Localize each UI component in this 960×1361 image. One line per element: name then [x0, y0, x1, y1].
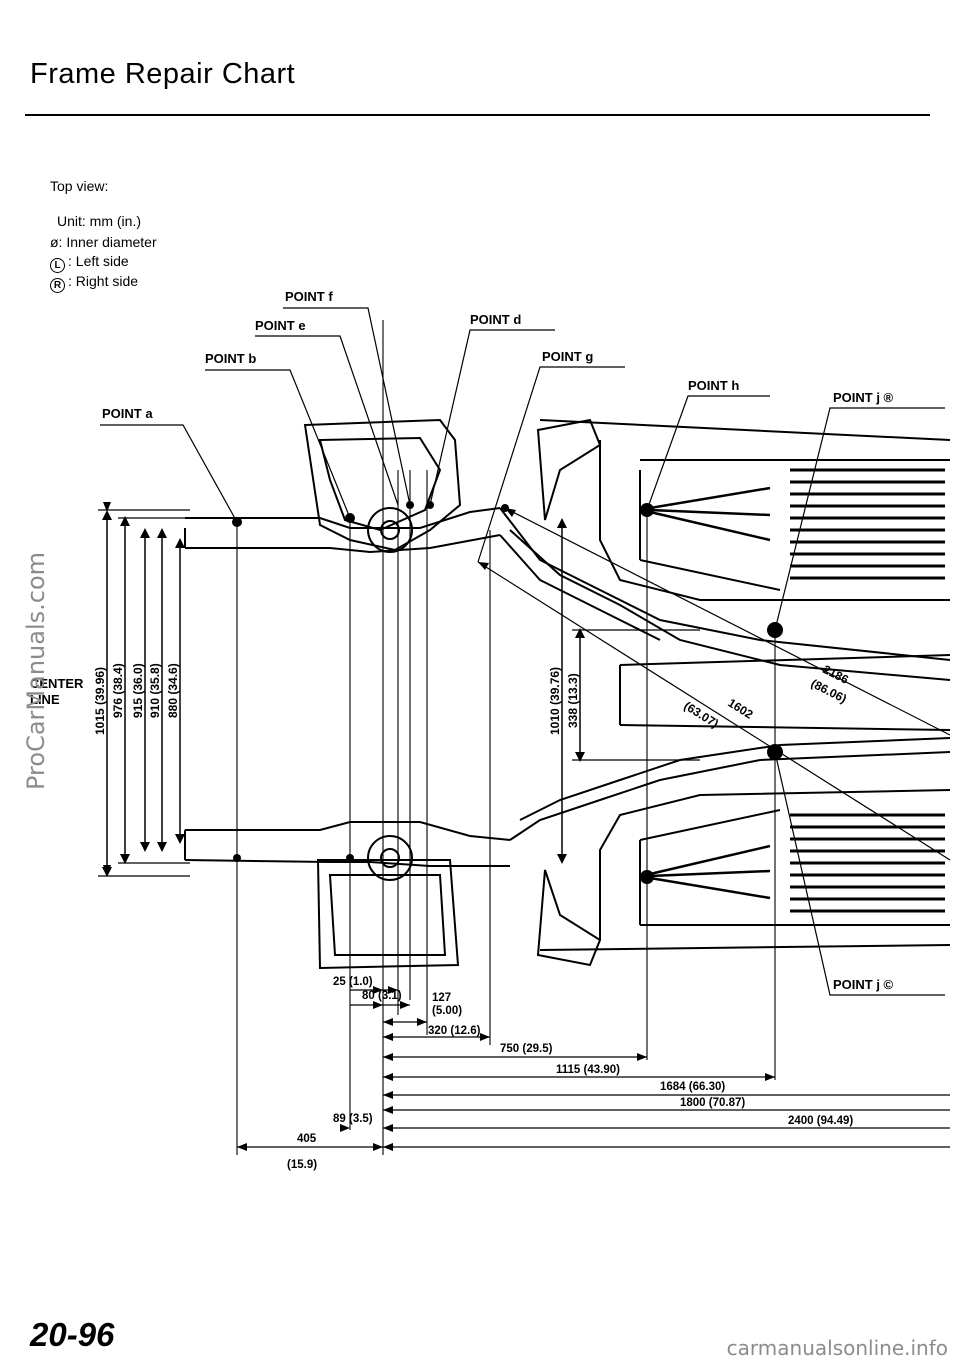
- dim-976: 976 (38.4): [111, 663, 125, 718]
- dim-80: 80 (3.1): [362, 990, 402, 1002]
- frame-drawing: [184, 418, 951, 970]
- dim-405-in: (15.9): [287, 1159, 317, 1171]
- page-number: 20-96: [30, 1316, 115, 1353]
- vertical-dimension-lines: [103, 502, 581, 875]
- legend-view: Top view:: [50, 178, 109, 194]
- center-line-label-2: LINE: [30, 692, 60, 707]
- watermark-bottom: carmanualsonline.info: [726, 1336, 948, 1360]
- dim-320: 320 (12.6): [428, 1025, 481, 1037]
- point-d-label: POINT d: [470, 312, 521, 327]
- point-h-label: POINT h: [688, 378, 739, 393]
- projection-lines: [236, 320, 776, 1155]
- dim-2400: 2400 (94.49): [788, 1115, 853, 1127]
- dim-127: 127: [432, 992, 451, 1004]
- dim-915: 915 (36.0): [131, 663, 145, 718]
- legend-right-side: R: Right side: [50, 273, 138, 293]
- dim-1684: 1684 (66.30): [660, 1081, 725, 1093]
- left-side-symbol: L: [50, 258, 65, 273]
- page-title: Frame Repair Chart: [30, 58, 296, 90]
- point-g-label: POINT g: [542, 349, 593, 364]
- point-j-right-label: POINT j ®: [833, 390, 894, 405]
- horizontal-dimension-arrows: [237, 986, 775, 1151]
- dim-1800: 1800 (70.87): [680, 1097, 745, 1109]
- watermark-side: ProCarManuals.com: [22, 551, 50, 790]
- dim-405: 405: [297, 1133, 317, 1145]
- point-f-label: POINT f: [285, 289, 333, 304]
- dim-1015: 1015 (39.96): [93, 667, 107, 735]
- legend-left-side: L: Left side: [50, 253, 129, 273]
- center-line-label-1: CENTER: [30, 676, 84, 691]
- point-leader-lines: [100, 307, 945, 996]
- dim-880: 880 (34.6): [166, 663, 180, 718]
- legend-unit: Unit: mm (in.): [57, 213, 141, 229]
- diagonal-dimension-lines: [477, 507, 951, 861]
- dim-1602: 1602: [725, 696, 755, 722]
- floor-ribs-lower: [790, 813, 945, 913]
- dim-89: 89 (3.5): [333, 1113, 373, 1125]
- right-side-text: : Right side: [68, 273, 139, 289]
- dim-910: 910 (35.8): [148, 663, 162, 718]
- dim-1115: 1115 (43.90): [556, 1064, 620, 1076]
- dim-750: 750 (29.5): [500, 1043, 553, 1055]
- legend-diameter: ø: Inner diameter: [50, 234, 157, 250]
- vertical-dimension-arrows: [102, 510, 585, 877]
- title-rule: [25, 114, 930, 116]
- horizontal-dimension-lines: [237, 989, 950, 1148]
- dim-338: 338 (13.3): [566, 673, 580, 728]
- floor-ribs-upper: [790, 468, 945, 580]
- right-side-symbol: R: [50, 278, 65, 293]
- floor-ribs-h: [649, 486, 771, 900]
- point-j-left-label: POINT j ©: [833, 977, 894, 992]
- point-a-label: POINT a: [102, 406, 153, 421]
- dim-25: 25 (1.0): [333, 976, 373, 988]
- point-e-label: POINT e: [255, 318, 306, 333]
- dim-127-in: (5.00): [432, 1005, 462, 1017]
- dim-1010: 1010 (39.76): [548, 667, 562, 735]
- point-b-label: POINT b: [205, 351, 256, 366]
- left-side-text: : Left side: [68, 253, 129, 269]
